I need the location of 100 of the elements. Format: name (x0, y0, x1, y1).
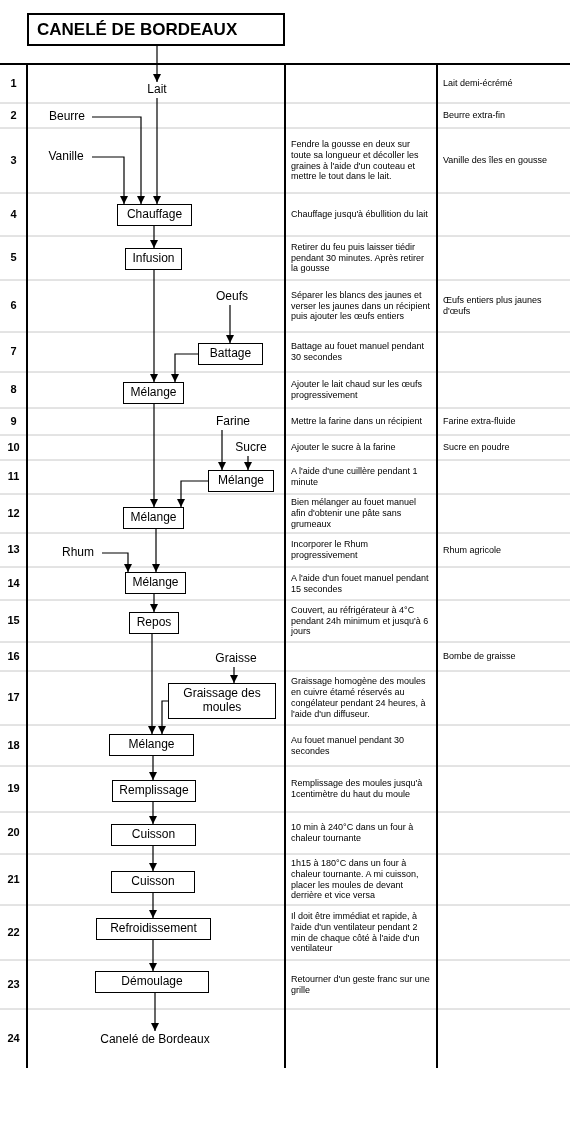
process-box: Graissage des moules (168, 683, 276, 719)
ingredient-text: Lait (140, 82, 174, 98)
row-number: 9 (9, 413, 18, 429)
row-number: 17 (6, 690, 21, 706)
process-box: Repos (129, 612, 179, 634)
row-number: 5 (9, 250, 18, 266)
step-description: Au fouet manuel pendant 30 secondes (290, 733, 406, 758)
arrow (150, 403, 158, 508)
ingredient-note: Vanille des îles en gousse (442, 154, 548, 168)
arrow (150, 225, 158, 249)
row-number: 20 (6, 825, 21, 841)
row-number: 13 (6, 542, 21, 558)
ingredient-text: Canelé de Bordeaux (95, 1031, 215, 1049)
ingredient-text: Beurre (44, 109, 90, 125)
arrow (101, 552, 132, 573)
step-description: Battage au fouet manuel pendant 30 secondes (290, 340, 426, 364)
step-description: Chauffage jusqu'à ébullition du lait (290, 208, 429, 222)
arrow (149, 845, 157, 872)
row-number: 6 (9, 298, 18, 314)
arrow (244, 455, 252, 471)
step-description: Incorporer le Rhum progressivement (290, 538, 370, 562)
row-number: 8 (9, 382, 18, 398)
arrow (151, 992, 159, 1032)
row-number: 2 (9, 107, 18, 123)
ingredient-note: Farine extra-fluide (442, 415, 517, 429)
step-description: Ajouter le sucre à la farine (290, 441, 397, 455)
title-box: CANELÉ DE BORDEAUX (27, 13, 285, 46)
arrow (91, 156, 128, 205)
step-description: 1h15 à 180°C dans un four à chaleur tournante. A mi cuisson, placer les moules de devant derrière et vice versa (290, 856, 420, 903)
ingredient-note: Lait demi-écrémé (442, 77, 514, 91)
arrow (150, 593, 158, 613)
arrow (218, 429, 226, 471)
row-number: 4 (9, 206, 18, 222)
arrow (149, 892, 157, 919)
ingredient-note: Sucre en poudre (442, 441, 511, 455)
step-description: Fendre la gousse en deux sur toute sa longueur et décoller les graines à l'aide d'un couteau et mettre le tout dans le lait. (290, 137, 420, 184)
ingredient-note: Œufs entiers plus jaunes d'œufs (442, 294, 543, 318)
step-description: Mettre la farine dans un récipient (290, 415, 424, 429)
arrow (158, 700, 169, 735)
arrow (177, 480, 209, 508)
ingredient-text: Graisse (210, 651, 262, 667)
arrow (91, 116, 145, 205)
arrow (152, 528, 160, 573)
row-number: 18 (6, 737, 21, 753)
step-description: Ajouter le lait chaud sur les œufs progressivement (290, 378, 424, 402)
step-description: Bien mélanger au fouet manuel afin d'obtenir une pâte sans grumeaux (290, 496, 418, 531)
row-number: 11 (6, 469, 21, 485)
step-description: Retirer du feu puis laisser tiédir pendant 30 minutes. Après retirer la gousse (290, 240, 426, 276)
row-number: 23 (6, 976, 21, 992)
arrow (153, 97, 161, 205)
process-box: Cuisson (111, 824, 196, 846)
process-box: Infusion (125, 248, 182, 270)
row-number: 7 (9, 344, 18, 360)
ingredient-text: Farine (212, 414, 254, 430)
ingredient-text: Vanille (42, 149, 90, 165)
process-box: Battage (198, 343, 263, 365)
ingredient-note: Beurre extra-fin (442, 109, 507, 123)
row-number: 1 (9, 75, 18, 91)
process-box: Mélange (208, 470, 274, 492)
step-description: Séparer les blancs des jaunes et verser les jaunes dans un récipient puis ajouter les œufs entiers (290, 288, 432, 324)
process-box: Mélange (125, 572, 186, 594)
arrow (153, 45, 161, 83)
step-description: A l'aide d'un fouet manuel pendant 15 secondes (290, 571, 430, 596)
row-number: 19 (6, 781, 21, 797)
process-box: Refroidissement (96, 918, 211, 940)
ingredient-text: Rhum (56, 545, 100, 561)
ingredient-text: Oeufs (212, 289, 252, 305)
process-box: Chauffage (117, 204, 192, 226)
step-description: Remplissage des moules jusqu'à 1centimètre du haut du moule (290, 777, 424, 801)
arrow (150, 269, 158, 383)
process-box: Mélange (123, 507, 184, 529)
arrow (149, 939, 157, 972)
arrow (226, 304, 234, 344)
process-box: Remplissage (112, 780, 196, 802)
row-number: 3 (9, 152, 18, 168)
ingredient-text: Sucre (232, 440, 270, 456)
row-number: 15 (6, 613, 21, 629)
step-description: Couvert, au réfrigérateur à 4°C pendant 24h minimum et jusqu'à 6 jours (289, 603, 430, 639)
arrow (149, 801, 157, 825)
process-box: Démoulage (95, 971, 209, 993)
step-description: 10 min à 240°C dans un four à chaleur tournante (290, 821, 415, 845)
ingredient-note: Bombe de graisse (442, 650, 517, 664)
step-description: Il doit être immédiat et rapide, à l'aide d'un ventilateur pendant 2 min de chaque côté à l'aide d'un ventilateur (290, 909, 421, 956)
process-box: Cuisson (111, 871, 195, 893)
process-box: Mélange (109, 734, 194, 756)
step-description: A l'aide d'une cuillère pendant 1 minute (290, 465, 419, 489)
arrow (149, 755, 157, 781)
arrow (230, 666, 238, 684)
step-description: Retourner d'un geste franc sur une grille (290, 972, 431, 997)
row-number: 22 (6, 924, 21, 940)
step-description: Graissage homogène des moules en cuivre étamé réservés au congélateur pendant 24 heures, à l'aide d'un diffuseur. (290, 675, 427, 721)
row-number: 21 (6, 871, 21, 887)
arrow (171, 353, 199, 383)
arrow (148, 633, 156, 735)
row-number: 12 (6, 505, 21, 521)
ingredient-note: Rhum agricole (442, 543, 503, 557)
row-number: 10 (6, 439, 21, 455)
process-box: Mélange (123, 382, 184, 404)
row-number: 16 (6, 648, 21, 664)
row-number: 24 (6, 1030, 21, 1046)
